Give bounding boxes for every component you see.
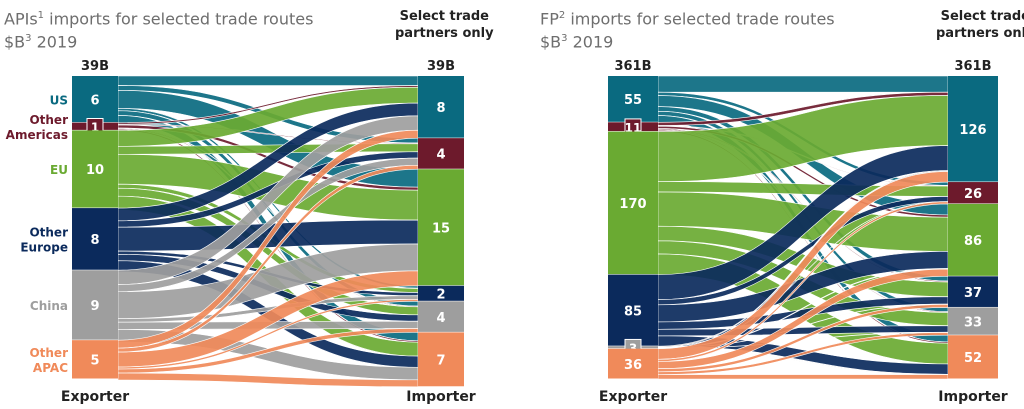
api-select-note-line1: Select trade — [399, 9, 489, 24]
api-importer-value-us: 8 — [436, 101, 445, 116]
fp-select-note: Select trade partners only — [936, 8, 1024, 42]
fp-importer-value-other_europe: 37 — [964, 286, 982, 301]
fp-sankey-panel: FP2 imports for selected trade routes $B… — [536, 0, 1024, 409]
fp-chart-title: FP2 imports for selected trade routes $B… — [540, 6, 835, 53]
api-chart-title: APIs1 imports for selected trade routes … — [4, 6, 313, 53]
api-importer-node-other_americas — [418, 138, 464, 169]
api-left-total: 39B — [81, 59, 109, 74]
api-exporter-value-other_americas: 1 — [91, 121, 99, 135]
api-xlabel-importer: Importer — [406, 389, 476, 405]
api-right-total: 39B — [427, 59, 455, 74]
fp-importer-node-other_europe — [948, 276, 998, 307]
api-importer-value-other_americas: 4 — [436, 148, 445, 163]
api-sankey-panel: APIs1 imports for selected trade routes … — [4, 6, 494, 405]
api-select-note: Select trade partners only — [395, 8, 494, 42]
api-exporter-node-eu — [72, 130, 118, 208]
fp-select-note-line1: Select trade — [940, 9, 1024, 24]
fp-title-suffix: imports for selected trade routes — [565, 9, 835, 29]
api-subtitle-suffix: 2019 — [31, 32, 78, 52]
fp-importer-node-other_apac — [948, 335, 998, 379]
fp-xlabel-exporter: Exporter — [599, 389, 667, 405]
api-flow-other_apac-to-other_apac — [117, 372, 419, 388]
api-exporter-node-other_europe — [72, 208, 118, 270]
api-xlabel-exporter: Exporter — [61, 389, 129, 405]
fp-importer-value-eu: 86 — [964, 234, 982, 249]
fp-flow-us-to-us — [657, 75, 949, 93]
fp-flow-other_apac-to-china — [657, 332, 949, 375]
api-importer-value-other_europe: 2 — [436, 288, 445, 303]
fp-importer-node-eu — [948, 203, 998, 276]
api-exporter-value-other_europe: 8 — [90, 233, 99, 248]
api-flows — [117, 75, 419, 388]
fp-left-total: 361B — [614, 59, 651, 74]
fp-exporter-value-other_europe: 85 — [624, 304, 642, 319]
fp-nodes: 55 11 170 85 3 36 126 26 86 37 33 52 — [608, 76, 998, 379]
api-exporter-label-us: US — [50, 93, 68, 107]
fp-title-prefix: FP — [540, 9, 559, 29]
fp-flow-other_apac-to-other_europe — [657, 304, 949, 373]
fp-sankey-chart: 55 11 170 85 3 36 126 26 86 37 33 52 361B 361B Exporte… — [599, 59, 1008, 405]
fp-exporter-node-us — [608, 76, 658, 122]
api-importer-node-us — [418, 76, 464, 138]
fp-flow-other_apac-to-other_americas — [657, 201, 949, 362]
fp-importer-value-us: 126 — [959, 123, 986, 138]
fp-exporter-value-china: 3 — [629, 341, 637, 355]
api-exporter-node-china — [72, 270, 118, 340]
fp-exporter-value-other_americas: 11 — [625, 121, 642, 135]
fp-flows — [657, 75, 949, 380]
fp-exporter-value-us: 55 — [624, 93, 642, 108]
fp-xlabel-importer: Importer — [938, 389, 1008, 405]
fp-select-note-line2: partners only — [936, 26, 1024, 41]
fp-exporter-value-other_apac: 36 — [624, 358, 642, 373]
api-importer-node-other_apac — [418, 332, 464, 387]
api-importer-value-other_apac: 7 — [436, 354, 445, 369]
api-importer-value-eu: 15 — [432, 222, 450, 237]
fp-exporter-node-other_apac — [608, 348, 658, 379]
api-importer-node-china — [418, 301, 464, 332]
api-title-suffix: imports for selected trade routes — [44, 9, 314, 29]
api-exporter-node-other_apac — [72, 340, 118, 379]
fp-exporter-value-eu: 170 — [619, 197, 646, 212]
api-title-prefix: APIs — [4, 9, 38, 29]
fp-importer-value-china: 33 — [964, 315, 982, 330]
fp-flow-other_apac-to-other_apac — [657, 374, 949, 380]
fp-right-total: 361B — [954, 59, 991, 74]
api-subtitle-footnote: 3 — [25, 33, 32, 45]
api-importer-value-china: 4 — [436, 311, 445, 326]
api-exporter-value-other_apac: 5 — [90, 354, 99, 369]
fp-subtitle-prefix: $B — [540, 32, 562, 52]
api-exporter-value-china: 9 — [90, 299, 99, 314]
fp-subtitle-footnote: 3 — [561, 33, 568, 45]
api-select-note-line2: partners only — [395, 26, 494, 41]
api-exporter-label-eu: EU — [50, 163, 68, 177]
api-exporter-value-eu: 10 — [86, 163, 104, 178]
fp-importer-value-other_americas: 26 — [964, 187, 982, 202]
fp-subtitle-suffix: 2019 — [567, 32, 614, 52]
api-importer-node-eu — [418, 169, 464, 286]
fp-exporter-node-eu — [608, 131, 658, 275]
fp-exporter-node-other_europe — [608, 274, 658, 346]
api-subtitle-prefix: $B — [4, 32, 26, 52]
api-importer-node-other_europe — [418, 285, 464, 301]
fp-title-footnote: 2 — [558, 10, 566, 21]
api-flow-us-to-us — [117, 75, 419, 86]
api-exporter-label-china: China — [30, 299, 68, 313]
fp-importer-node-us — [948, 76, 998, 182]
fp-importer-node-china — [948, 307, 998, 335]
fp-importer-node-other_americas — [948, 182, 998, 204]
api-exporter-value-us: 6 — [90, 93, 99, 108]
api-nodes: 6 1 10 8 9 5 8 4 15 2 4 7 — [72, 76, 464, 387]
fp-importer-value-other_apac: 52 — [964, 351, 982, 366]
api-exporter-node-us — [72, 76, 118, 123]
api-flow-other_apac-to-eu — [117, 270, 419, 368]
api-title-footnote: 1 — [37, 10, 45, 21]
